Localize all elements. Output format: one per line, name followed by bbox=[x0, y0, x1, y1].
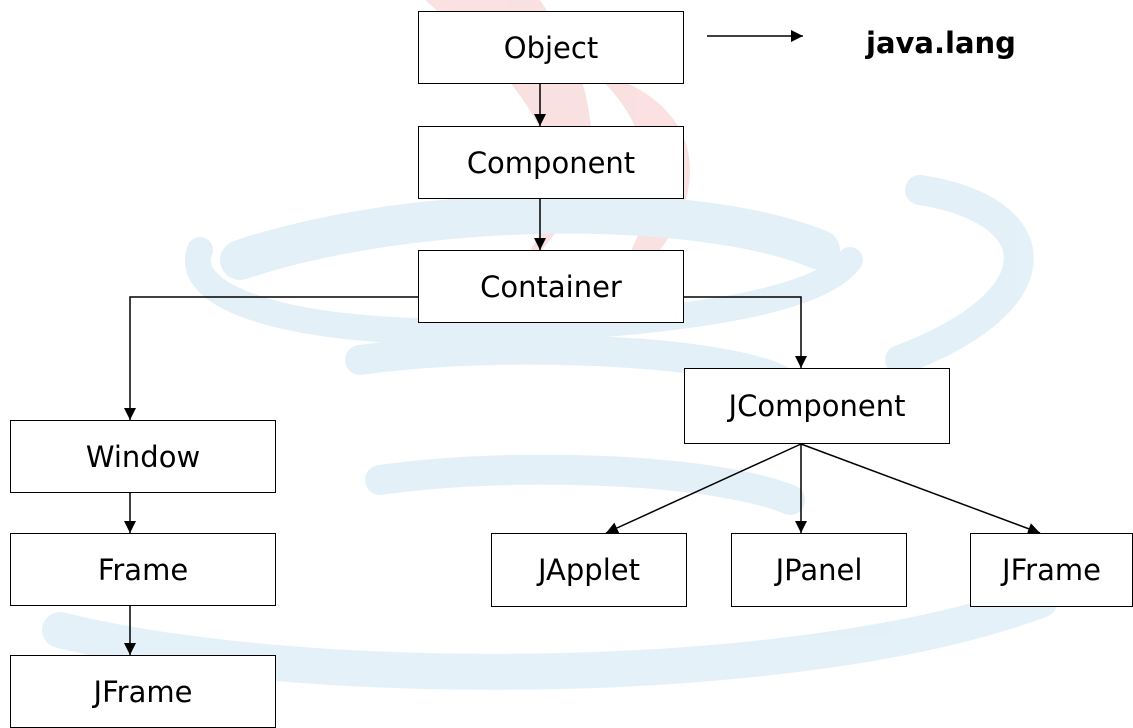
node-japplet: JApplet bbox=[491, 533, 687, 607]
connector-container-window bbox=[124, 296, 418, 420]
java-logo-watermark bbox=[42, 0, 1058, 690]
node-jcomponent: JComponent bbox=[684, 368, 950, 444]
connector-jcomponent-jframe bbox=[800, 443, 1041, 535]
node-object: Object bbox=[418, 11, 684, 84]
node-jpanel: JPanel bbox=[731, 533, 907, 607]
node-container: Container bbox=[418, 250, 684, 323]
node-jframe-swing: JFrame bbox=[970, 533, 1133, 607]
node-frame: Frame bbox=[10, 533, 276, 606]
node-component: Component bbox=[418, 126, 684, 199]
connector-container-jcomponent bbox=[684, 296, 807, 368]
cup-shape bbox=[42, 175, 1058, 690]
connector-jcomponent-japplet bbox=[605, 443, 802, 534]
node-jframe-awt: JFrame bbox=[10, 655, 276, 728]
package-label: java.lang bbox=[866, 26, 1016, 60]
node-window: Window bbox=[10, 420, 276, 493]
